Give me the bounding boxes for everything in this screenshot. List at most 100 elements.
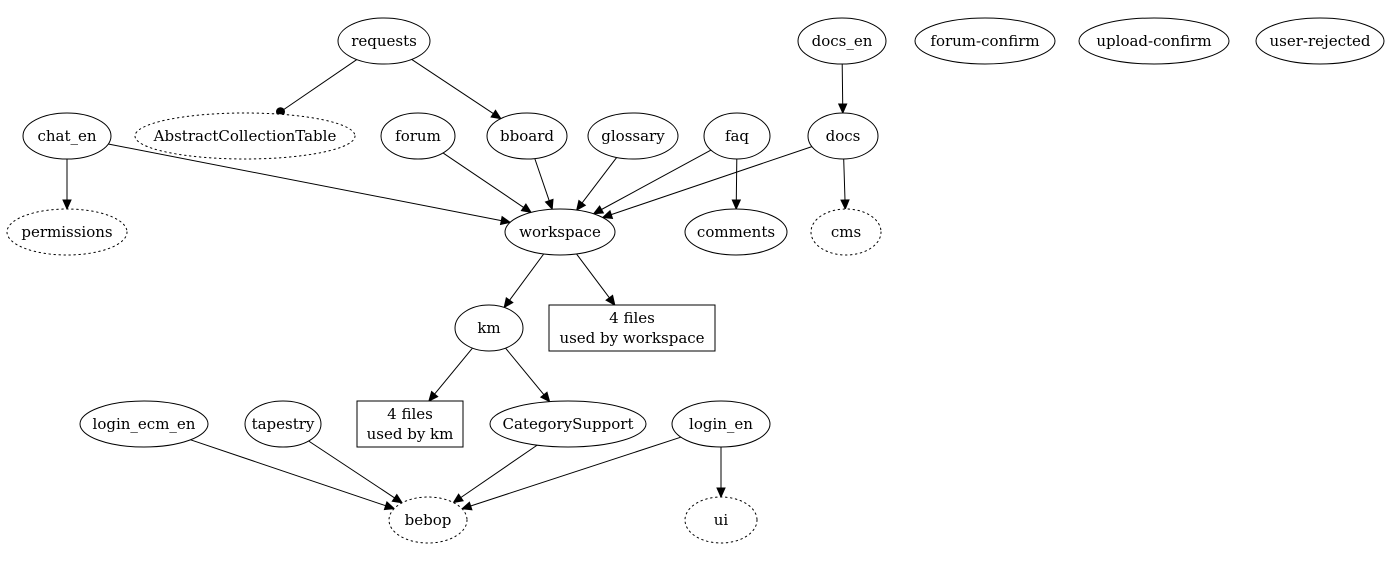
node-chat_en: chat_en bbox=[22, 112, 112, 160]
node-label: faq bbox=[725, 127, 749, 145]
node-layer: requests docs_en forum-confirm upload-confi… bbox=[6, 17, 1385, 544]
arrowhead-icon bbox=[503, 296, 514, 309]
node-user-rejected: user-rejected bbox=[1255, 17, 1385, 65]
node-ellipse bbox=[1078, 17, 1230, 65]
node-faq: faq bbox=[703, 112, 771, 160]
arrowhead-icon bbox=[837, 103, 848, 115]
node-ui: ui bbox=[684, 496, 758, 544]
node-ellipse bbox=[337, 17, 431, 65]
arrowhead-icon bbox=[62, 199, 72, 211]
node-label: AbstractCollectionTable bbox=[153, 127, 337, 145]
arrowhead-icon bbox=[460, 501, 473, 511]
edge-line bbox=[601, 149, 712, 210]
node-ellipse bbox=[244, 400, 322, 448]
edge-docs-to-cms bbox=[840, 158, 850, 211]
edge-line bbox=[283, 59, 358, 110]
node-bebop: bebop bbox=[388, 496, 468, 544]
node-label: user-rejected bbox=[1270, 32, 1371, 50]
node-label: chat_en bbox=[37, 127, 96, 145]
node-label: CategorySupport bbox=[503, 415, 634, 433]
node-km: km bbox=[454, 304, 524, 352]
node-ellipse bbox=[914, 17, 1056, 65]
arrowhead-icon bbox=[575, 199, 587, 212]
node-label: cms bbox=[831, 223, 861, 241]
node-label: docs bbox=[826, 127, 861, 145]
arrowhead-icon bbox=[716, 487, 726, 499]
edge-requests-to-AbstractCollectionTable bbox=[276, 59, 358, 117]
node-CategorySupport: CategorySupport bbox=[489, 400, 647, 448]
node-docs_en: docs_en bbox=[797, 17, 887, 65]
edge-docs-to-workspace bbox=[601, 146, 813, 219]
node-permissions: permissions bbox=[6, 208, 128, 256]
node-label: forum-confirm bbox=[930, 32, 1039, 50]
edge-login_en-to-bebop bbox=[460, 436, 681, 511]
node-ellipse bbox=[671, 400, 771, 448]
node-ellipse bbox=[388, 496, 468, 544]
node-comments: comments bbox=[684, 208, 788, 256]
node-workspace: workspace bbox=[504, 208, 616, 256]
node-tapestry: tapestry bbox=[244, 400, 322, 448]
node-ellipse bbox=[684, 496, 758, 544]
node-label: glossary bbox=[601, 127, 665, 145]
arrowhead-icon bbox=[383, 501, 396, 511]
node-label: 4 files bbox=[387, 405, 433, 423]
edge-line bbox=[108, 143, 502, 222]
arrowhead-icon bbox=[499, 215, 512, 226]
edge-line bbox=[581, 157, 618, 204]
edge-workspace-to-files_workspace bbox=[576, 253, 616, 306]
node-requests: requests bbox=[337, 17, 431, 65]
node-box bbox=[356, 400, 464, 448]
edge-line bbox=[442, 152, 524, 208]
arrowhead-icon bbox=[601, 209, 614, 219]
node-box bbox=[548, 304, 716, 352]
arrowhead-icon bbox=[490, 109, 502, 120]
edge-faq-to-workspace bbox=[592, 149, 712, 215]
edge-faq-to-comments bbox=[731, 158, 742, 211]
node-bboard: bboard bbox=[486, 112, 568, 160]
node-label: workspace bbox=[519, 223, 601, 241]
node-label: km bbox=[477, 319, 500, 337]
edge-bboard-to-workspace bbox=[534, 158, 554, 211]
arrowhead-icon bbox=[539, 391, 551, 403]
node-upload-confirm: upload-confirm bbox=[1078, 17, 1230, 65]
edge-line bbox=[735, 158, 738, 201]
node-label: used by workspace bbox=[559, 329, 704, 347]
node-forum: forum bbox=[380, 112, 456, 160]
edge-login_ecm_en-to-bebop bbox=[190, 439, 396, 511]
node-label: 4 files bbox=[609, 309, 655, 327]
edge-line bbox=[843, 158, 846, 201]
node-ellipse bbox=[6, 208, 128, 256]
node-label: forum bbox=[395, 127, 441, 145]
node-login_en: login_en bbox=[671, 400, 771, 448]
node-AbstractCollectionTable: AbstractCollectionTable bbox=[134, 112, 356, 160]
node-label: ui bbox=[714, 511, 729, 529]
edge-layer bbox=[62, 58, 850, 511]
arrowhead-icon bbox=[452, 493, 464, 504]
edge-chat_en-to-workspace bbox=[108, 143, 512, 226]
edge-chat_en-to-permissions bbox=[62, 159, 72, 211]
arrowhead-icon bbox=[605, 294, 616, 306]
node-label: docs_en bbox=[812, 32, 873, 50]
node-label: requests bbox=[351, 32, 417, 50]
edge-login_en-to-ui bbox=[716, 447, 726, 499]
node-label: upload-confirm bbox=[1096, 32, 1211, 50]
node-ellipse bbox=[807, 112, 879, 160]
node-label: login_en bbox=[689, 415, 753, 433]
edge-line bbox=[534, 158, 550, 201]
edge-tapestry-to-bebop bbox=[308, 440, 404, 504]
node-ellipse bbox=[134, 112, 356, 160]
node-ellipse bbox=[703, 112, 771, 160]
arrowhead-icon bbox=[592, 205, 605, 215]
edge-glossary-to-workspace bbox=[575, 157, 618, 212]
node-login_ecm_en: login_ecm_en bbox=[79, 400, 209, 448]
edge-km-to-files_km bbox=[428, 347, 473, 402]
node-ellipse bbox=[684, 208, 788, 256]
node-label: bboard bbox=[500, 127, 554, 145]
node-ellipse bbox=[486, 112, 568, 160]
edge-line bbox=[411, 58, 494, 115]
node-ellipse bbox=[587, 112, 679, 160]
node-ellipse bbox=[1255, 17, 1385, 65]
edge-line bbox=[611, 146, 813, 216]
